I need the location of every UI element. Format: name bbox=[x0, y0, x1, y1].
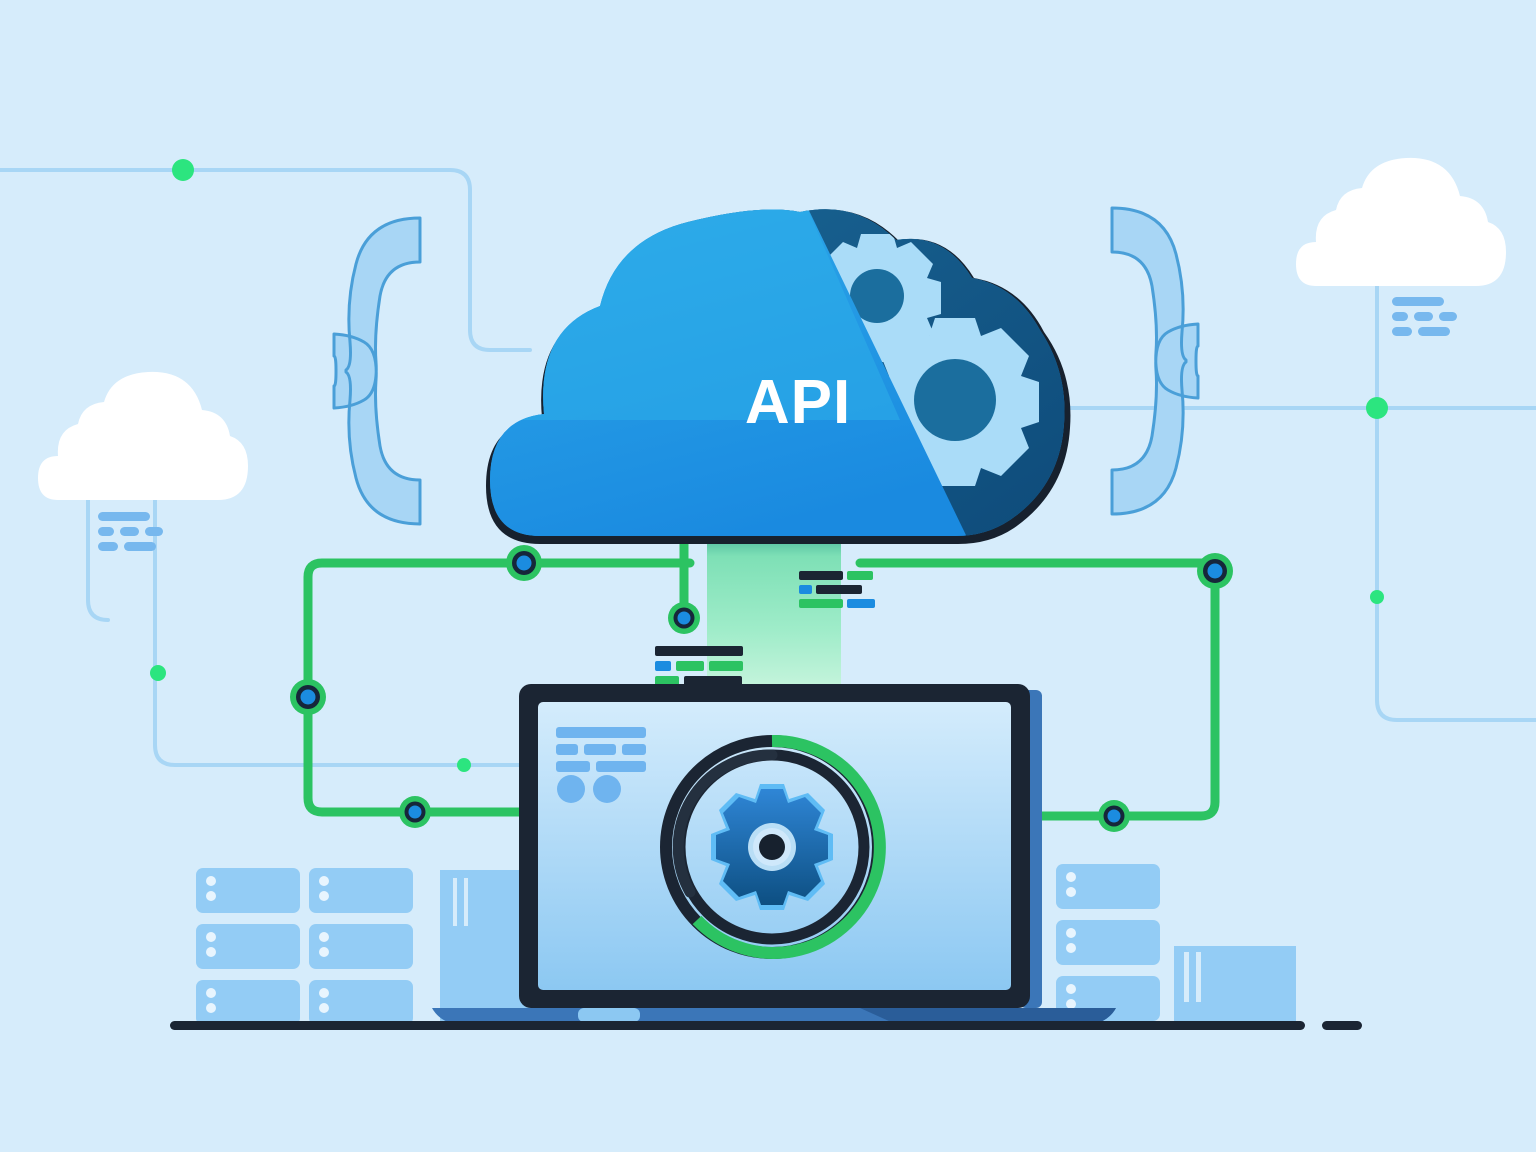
circuit-node-left-bottom bbox=[399, 796, 431, 828]
green-circuit-nodes bbox=[290, 545, 1233, 832]
settings-gauge bbox=[660, 734, 886, 959]
cloud-gear-large-hub bbox=[914, 359, 996, 441]
code-snippet-lower-left bbox=[655, 646, 743, 686]
server-unit bbox=[309, 868, 413, 913]
thin-circuit-lines bbox=[0, 168, 1536, 767]
thin-dot-right-lower bbox=[1370, 590, 1384, 604]
thin-dot-right-upper bbox=[1366, 397, 1388, 419]
cloud-gear-small-hub bbox=[850, 269, 904, 323]
screen-placeholder-dot bbox=[593, 775, 621, 803]
small-cloud-right-shape bbox=[1296, 157, 1506, 286]
ground-line bbox=[170, 1021, 1305, 1030]
server-unit bbox=[196, 924, 300, 969]
screen-placeholder-dot bbox=[557, 775, 585, 803]
curly-brace-close bbox=[1110, 206, 1200, 516]
circuit-node-right-top bbox=[1197, 553, 1233, 589]
thin-dot-top-left bbox=[172, 159, 194, 181]
gauge-outer-progress bbox=[692, 734, 886, 959]
circuit-node-right-bottom bbox=[1098, 800, 1130, 832]
server-rack-left bbox=[196, 868, 413, 1025]
thin-dot-mid-left bbox=[150, 665, 166, 681]
curly-brace-open bbox=[332, 216, 422, 526]
small-cloud-left bbox=[38, 371, 248, 551]
small-cloud-right-textbars bbox=[1392, 297, 1457, 336]
gauge-inner-arc bbox=[672, 749, 778, 898]
small-cloud-left-textbars bbox=[98, 512, 163, 551]
server-unit bbox=[196, 868, 300, 913]
small-cloud-right bbox=[1296, 157, 1506, 336]
laptop-trackpad-notch bbox=[578, 1008, 640, 1022]
api-cloud-label: API bbox=[745, 368, 851, 437]
thin-dot-center-left bbox=[457, 758, 471, 772]
storage-box-right bbox=[1174, 946, 1296, 1025]
server-unit bbox=[309, 924, 413, 969]
ground-line-dash bbox=[1322, 1021, 1362, 1030]
circuit-node-center-drop bbox=[668, 602, 700, 634]
circuit-node-left-mid bbox=[290, 679, 326, 715]
server-unit bbox=[1056, 920, 1160, 965]
screen-placeholder-block bbox=[556, 727, 646, 803]
circuit-node-left-top bbox=[506, 545, 542, 581]
code-snippet-upper-right bbox=[799, 571, 875, 608]
server-unit bbox=[196, 980, 300, 1025]
server-unit bbox=[309, 980, 413, 1025]
settings-gear-icon bbox=[711, 784, 833, 910]
thin-circuit-dots bbox=[150, 159, 1388, 772]
server-unit bbox=[1056, 864, 1160, 909]
small-cloud-left-shape bbox=[38, 371, 248, 500]
